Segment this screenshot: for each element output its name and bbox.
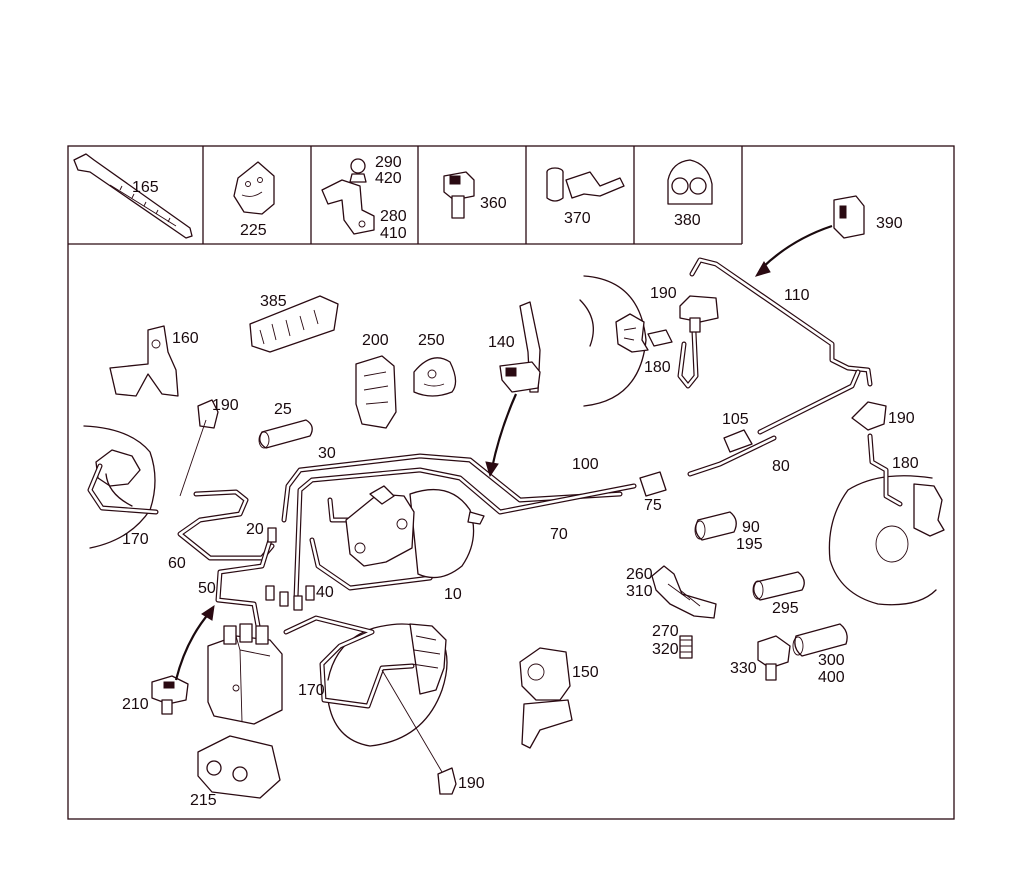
- label-60: 60: [168, 555, 186, 572]
- label-170-front-left: 170: [122, 531, 149, 548]
- label-200: 200: [362, 332, 389, 349]
- fitting-390: [833, 195, 865, 239]
- label-300: 300: [818, 652, 845, 669]
- label-10: 10: [444, 586, 462, 603]
- sensor-140: [499, 301, 541, 393]
- label-190-left: 190: [212, 397, 239, 414]
- sleeve-295: [752, 571, 805, 601]
- sleeve-300: [792, 623, 848, 657]
- sleeve-25: [258, 419, 313, 449]
- label-410: 410: [380, 225, 407, 242]
- label-400: 400: [818, 669, 845, 686]
- sleeve-105: [723, 429, 753, 453]
- connector-210: [151, 675, 189, 715]
- label-250: 250: [418, 332, 445, 349]
- label-180-upper: 180: [644, 359, 671, 376]
- label-170-rear-left: 170: [298, 682, 325, 699]
- label-290: 290: [375, 154, 402, 171]
- label-380: 380: [674, 212, 701, 229]
- label-80: 80: [772, 458, 790, 475]
- sensor-360: [443, 171, 475, 219]
- leader-lines: [174, 224, 833, 773]
- label-295: 295: [772, 600, 799, 617]
- mount-215: [197, 735, 281, 799]
- hydraulic-unit: [207, 623, 283, 725]
- label-70: 70: [550, 526, 568, 543]
- label-140: 140: [488, 334, 515, 351]
- label-360: 360: [480, 195, 507, 212]
- bracket-280: [321, 158, 375, 235]
- label-390: 390: [876, 215, 903, 232]
- label-90: 90: [742, 519, 760, 536]
- cable-tie-165: [73, 153, 193, 239]
- label-270: 270: [652, 623, 679, 640]
- grommet-380: [667, 159, 713, 205]
- sensor-150: [519, 647, 573, 749]
- label-165: 165: [132, 179, 159, 196]
- plug-385: [249, 295, 339, 353]
- label-20: 20: [246, 521, 264, 538]
- brake-lines: [87, 257, 903, 709]
- label-330: 330: [730, 660, 757, 677]
- clip-190-left: [197, 399, 219, 429]
- label-40: 40: [316, 584, 334, 601]
- label-210: 210: [122, 696, 149, 713]
- label-150: 150: [572, 664, 599, 681]
- bracket-260: [651, 565, 717, 619]
- master-cylinder-booster: [345, 485, 485, 579]
- label-370: 370: [564, 210, 591, 227]
- diagram-frame: [67, 145, 955, 820]
- label-190-lower: 190: [458, 775, 485, 792]
- label-105: 105: [722, 411, 749, 428]
- label-190-right: 190: [888, 410, 915, 427]
- label-310: 310: [626, 583, 653, 600]
- bracket-190-upper: [679, 295, 719, 323]
- label-100: 100: [572, 456, 599, 473]
- sensor-330: [757, 635, 791, 681]
- sleeve-75: [639, 471, 667, 497]
- label-385: 385: [260, 293, 287, 310]
- rear-right-brake-disc: [579, 275, 649, 407]
- label-260: 260: [626, 566, 653, 583]
- holder-370: [546, 167, 625, 202]
- front-left-brake-disc: [83, 425, 156, 549]
- fitting-180-upper: [647, 317, 701, 347]
- label-320: 320: [652, 641, 679, 658]
- fitting-270: [679, 635, 693, 659]
- front-right-brake-disc: [828, 475, 945, 606]
- label-110: 110: [784, 287, 810, 304]
- sleeve-90: [694, 511, 737, 541]
- label-30: 30: [318, 445, 336, 462]
- bracket-190-right: [851, 401, 887, 431]
- label-25: 25: [274, 401, 292, 418]
- label-190-rear-right: 190: [650, 285, 677, 302]
- clip-190-lower: [437, 767, 457, 795]
- label-50: 50: [198, 580, 216, 597]
- rear-left-brake-disc: [327, 623, 448, 747]
- label-180-right: 180: [892, 455, 919, 472]
- label-195: 195: [736, 536, 763, 553]
- label-215: 215: [190, 792, 217, 809]
- connectors-20-40: [265, 527, 315, 611]
- label-225: 225: [240, 222, 267, 239]
- label-420: 420: [375, 170, 402, 187]
- label-160: 160: [172, 330, 199, 347]
- clip-225: [233, 161, 275, 215]
- part-labels: 390 110 190 180 385 160 200 250 140 190 …: [122, 215, 919, 809]
- relay-200: [355, 355, 397, 429]
- cover-250: [413, 357, 457, 397]
- label-280: 280: [380, 208, 407, 225]
- bracket-160: [109, 325, 179, 397]
- label-75: 75: [644, 497, 662, 514]
